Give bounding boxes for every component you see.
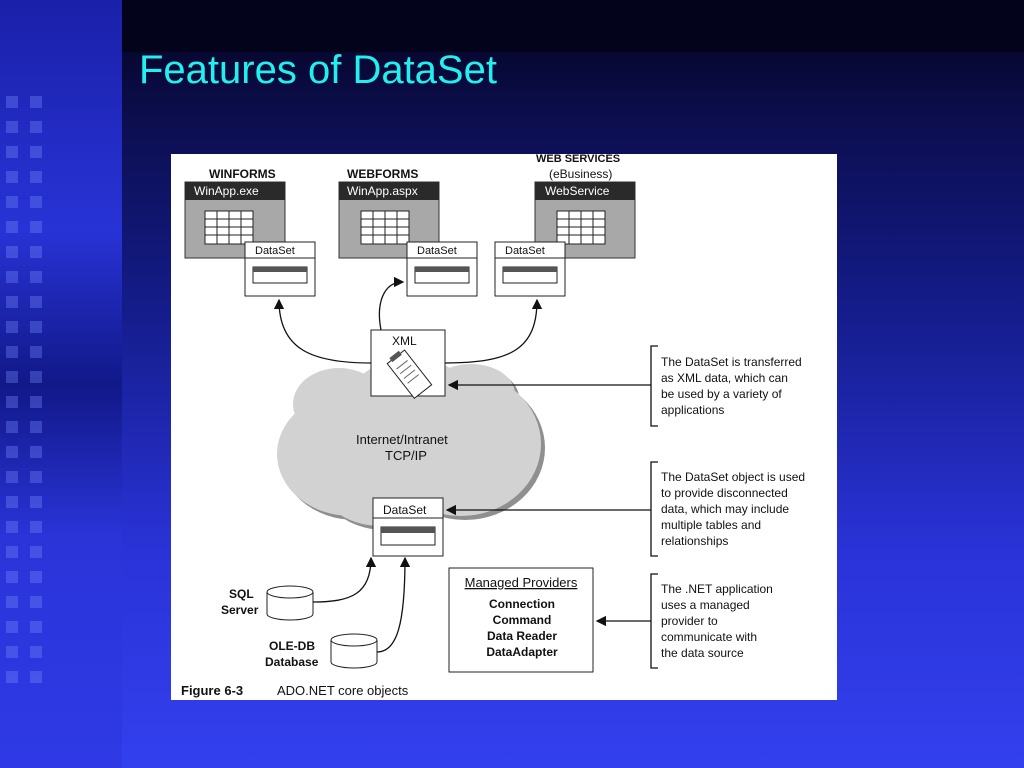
web-services-client: WEB SERVICES (eBusiness) WebService Data… <box>494 154 636 297</box>
sql-server-source: SQL Server <box>221 585 314 621</box>
xml-label: XML <box>392 334 417 348</box>
figure-caption: Figure 6-3 ADO.NET core objects <box>181 683 409 698</box>
annotation-provider: The .NET application uses a managed prov… <box>595 573 773 669</box>
xml-document: XML <box>370 329 446 400</box>
window-title-bar <box>535 182 635 200</box>
clipboard-icon <box>386 349 433 400</box>
window-title-bar <box>339 182 439 200</box>
annotation-line: to provide disconnected <box>661 486 788 500</box>
client-heading: WEB SERVICES <box>536 154 620 165</box>
client-heading: WINFORMS <box>209 167 276 181</box>
caption-label: Figure 6-3 <box>181 683 243 698</box>
source-label: Database <box>265 655 319 669</box>
ole-db-source: OLE-DB Database <box>265 633 378 669</box>
webforms-client: WEBFORMS WinApp.aspx DataSet <box>338 167 478 297</box>
annotation-xml: The DataSet is transferred as XML data, … <box>447 345 802 427</box>
annotation-line: The DataSet is transferred <box>661 355 802 369</box>
network-cloud: Internet/Intranet TCP/IP <box>277 358 545 530</box>
provider-item: Command <box>493 613 552 627</box>
winforms-client: WINFORMS WinApp.exe DataSet <box>184 167 316 297</box>
dataset-label: DataSet <box>383 503 427 517</box>
annotation-line: uses a managed <box>661 598 750 612</box>
source-label: Server <box>221 603 259 617</box>
source-label: OLE-DB <box>269 639 315 653</box>
annotation-line: The .NET application <box>661 582 773 596</box>
grid-icon <box>204 210 254 245</box>
annotation-line: data, which may include <box>661 502 789 516</box>
annotation-line: applications <box>661 403 724 417</box>
annotation-line: The DataSet object is used <box>661 470 805 484</box>
cloud-label: Internet/Intranet <box>356 432 448 447</box>
annotation-line: the data source <box>661 646 744 660</box>
annotation-line: communicate with <box>661 630 757 644</box>
central-dataset: DataSet <box>372 497 444 557</box>
provider-item: Connection <box>489 597 555 611</box>
dataset-label: DataSet <box>505 245 545 257</box>
client-heading: WEBFORMS <box>347 167 418 181</box>
caption-text: ADO.NET core objects <box>277 683 409 698</box>
cloud-label: TCP/IP <box>385 448 427 463</box>
managed-providers-title: Managed Providers <box>465 575 578 590</box>
oledb-to-dataset-arrow <box>376 556 411 653</box>
dataset-label: DataSet <box>255 245 295 257</box>
provider-item: Data Reader <box>487 629 557 643</box>
annotation-dataset: The DataSet object is used to provide di… <box>445 461 805 557</box>
source-label: SQL <box>229 587 254 601</box>
slide-title: Features of DataSet <box>139 48 497 92</box>
annotation-line: relationships <box>661 534 728 548</box>
window-title-bar <box>185 182 285 200</box>
xml-to-webforms-arrow <box>378 276 405 331</box>
ado-net-diagram: WINFORMS WinApp.exe DataSet WEBFORMS Win… <box>181 154 805 698</box>
annotation-line: be used by a variety of <box>661 387 782 401</box>
database-icon <box>330 640 378 669</box>
window-title: WebService <box>545 184 610 198</box>
xml-to-webservice-arrow <box>444 298 543 364</box>
grid-icon <box>556 210 606 245</box>
annotation-line: as XML data, which can <box>661 371 788 385</box>
left-decorative-band <box>0 0 122 768</box>
sql-to-dataset-arrow <box>312 556 377 603</box>
decorative-squares <box>30 96 48 696</box>
ado-net-figure: WINFORMS WinApp.exe DataSet WEBFORMS Win… <box>171 154 837 700</box>
provider-item: DataAdapter <box>486 645 558 659</box>
dataset-label: DataSet <box>417 245 457 257</box>
xml-to-winforms-arrow <box>273 298 372 364</box>
managed-providers-box: Managed Providers Connection Command Dat… <box>448 567 594 673</box>
database-icon <box>266 592 314 621</box>
client-subheading: (eBusiness) <box>549 167 612 181</box>
window-title: WinApp.exe <box>194 184 259 198</box>
grid-icon <box>360 210 410 245</box>
annotation-line: provider to <box>661 614 718 628</box>
window-title: WinApp.aspx <box>347 184 418 198</box>
decorative-squares <box>6 96 24 696</box>
annotation-line: multiple tables and <box>661 518 761 532</box>
top-decorative-band <box>122 0 1024 52</box>
